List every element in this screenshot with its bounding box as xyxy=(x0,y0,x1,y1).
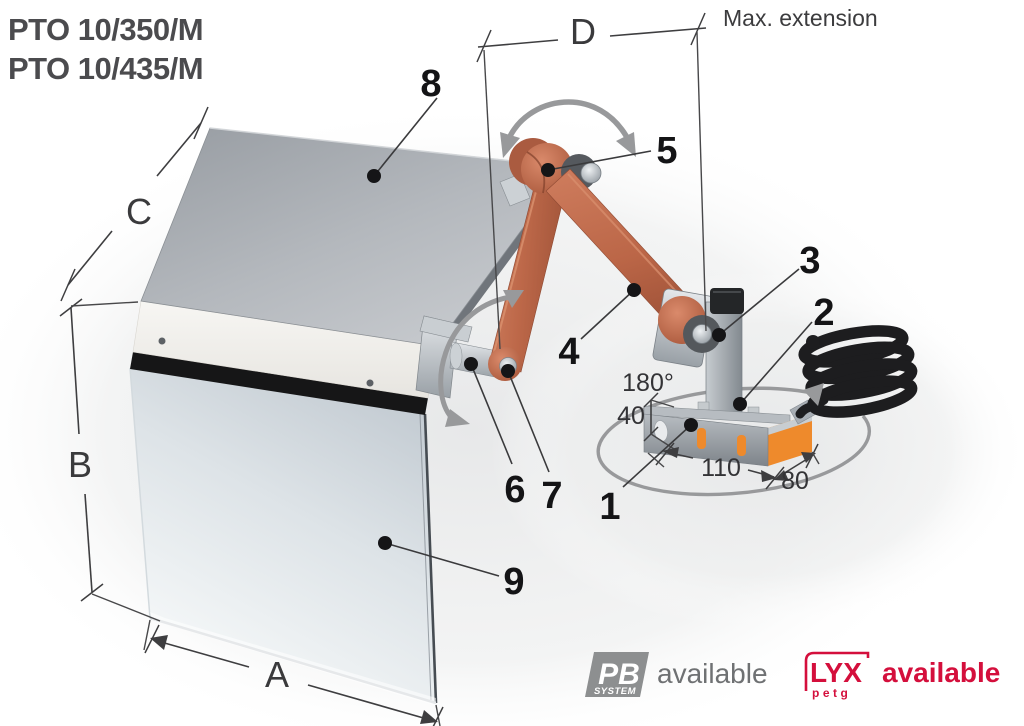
shield-left-edge xyxy=(129,367,151,619)
dimension-depth: C xyxy=(60,106,209,302)
band-screw-left xyxy=(158,337,166,345)
callout-dot-7 xyxy=(501,364,515,378)
shield-clamp-strip xyxy=(130,352,428,415)
bracket-depth-label: 80 xyxy=(781,467,809,495)
shield-bottom-highlight xyxy=(150,612,436,706)
callout-number-2: 2 xyxy=(813,292,834,334)
callout-dot-9 xyxy=(378,536,392,550)
coil-loop-1 xyxy=(798,325,909,368)
callout-number-1: 1 xyxy=(599,486,620,528)
dim-b-bottom-extension xyxy=(91,593,161,622)
dim-110-right-arrow xyxy=(761,470,777,482)
rotation-ellipse-arrowhead xyxy=(803,383,824,406)
coil-loop-2 xyxy=(802,341,915,385)
dim-a-right-extension xyxy=(435,704,441,726)
top-arc-right-head xyxy=(616,132,636,157)
top-joint-nut xyxy=(580,162,602,184)
dimension-height: B xyxy=(59,298,161,622)
model-title-line-1: PTO 10/350/M xyxy=(8,12,203,47)
coil-end xyxy=(806,335,820,349)
top-arc-left-head xyxy=(500,132,520,158)
callout-dot-6 xyxy=(464,357,478,371)
lower-arc-bottom-head xyxy=(445,409,470,427)
lyx-available-label: available xyxy=(882,657,1000,688)
top-rotation-arrow xyxy=(500,99,636,158)
callout-dot-2 xyxy=(733,397,747,411)
dimension-label-a: A xyxy=(265,654,289,695)
header: PTO 10/350/M PTO 10/435/M xyxy=(8,12,204,86)
max-extension-label: Max. extension xyxy=(723,5,878,31)
callout-dot-8 xyxy=(367,169,381,183)
lyx-bracket-shape xyxy=(804,651,870,691)
dim-d-left-tick xyxy=(476,29,492,63)
dim-a-left-arrow xyxy=(150,635,168,650)
callout-dot-4 xyxy=(627,283,641,297)
dimension-label-b: B xyxy=(68,444,92,485)
callout-number-7: 7 xyxy=(541,475,562,517)
lyx-badge-material: petg xyxy=(812,686,851,700)
pb-badge-text: PB xyxy=(598,658,640,691)
band-screw-right xyxy=(366,379,374,387)
dim-a-right-arrow xyxy=(420,710,438,724)
callout-number-9: 9 xyxy=(503,561,524,603)
shield-thickness-line xyxy=(419,413,432,701)
shield-right-edge xyxy=(423,413,438,704)
post-top-knob xyxy=(710,288,744,314)
lower-rotation-arrow xyxy=(438,290,524,427)
callout-number-4: 4 xyxy=(558,331,579,373)
top-arc xyxy=(504,99,633,145)
dim-d-right-extension xyxy=(696,31,707,332)
callout-dot-1 xyxy=(684,418,698,432)
pb-badge-subtext: SYSTEM xyxy=(594,686,637,697)
flange-bolt-left xyxy=(697,401,710,411)
clamp-hook xyxy=(419,315,473,343)
rotation-ellipse xyxy=(596,386,871,497)
bracket-height-label: 40 xyxy=(617,402,645,430)
model-title-line-2: PTO 10/435/M xyxy=(8,51,203,86)
callout-number-5: 5 xyxy=(656,130,677,172)
bracket-slot-2 xyxy=(737,435,746,456)
transparent-shield xyxy=(130,368,436,703)
callout-number-8: 8 xyxy=(420,63,441,105)
dimension-label-d: D xyxy=(570,11,596,52)
rotation-angle-label: 180° xyxy=(622,369,674,397)
coil-loop-4 xyxy=(807,375,918,418)
dim-b-top-extension xyxy=(70,301,139,307)
shield-assembly xyxy=(129,127,575,706)
plate-back-rim xyxy=(209,127,569,168)
arm-lower-highlight xyxy=(491,175,541,361)
lyx-petg-badge: LYX petg xyxy=(804,651,870,700)
lyx-badge-text: LYX xyxy=(810,657,862,688)
dim-a-left-extension xyxy=(143,619,151,651)
dimension-width: A xyxy=(143,619,444,726)
bracket-slot-1 xyxy=(697,428,706,449)
pb-system-badge: PB SYSTEM xyxy=(585,652,649,697)
dimension-extension: D xyxy=(476,11,707,350)
callout-dot-5 xyxy=(541,163,555,177)
pb-badge-shape xyxy=(585,652,649,697)
dim-80-left-arrow xyxy=(774,470,789,481)
lower-arc xyxy=(438,294,511,420)
bracket-dimensions: 180° 40 110 80 xyxy=(617,369,820,495)
cable-coil xyxy=(789,325,918,425)
pivot-nut xyxy=(692,324,712,344)
bracket-width-label: 110 xyxy=(701,454,741,482)
callouts: 1 2 3 4 5 6 7 8 9 xyxy=(367,63,835,603)
dim-d-right-tick xyxy=(690,12,706,46)
dim-d-left-extension xyxy=(483,49,501,350)
callout-number-6: 6 xyxy=(504,469,525,511)
pivot-washer xyxy=(449,342,463,370)
callout-dot-3 xyxy=(712,328,726,342)
callout-number-3: 3 xyxy=(799,240,820,282)
dimension-label-c: C xyxy=(126,191,152,232)
dim-110-left-arrow xyxy=(662,447,679,458)
pb-available-label: available xyxy=(657,658,768,689)
lower-arc-top-head xyxy=(503,290,524,308)
